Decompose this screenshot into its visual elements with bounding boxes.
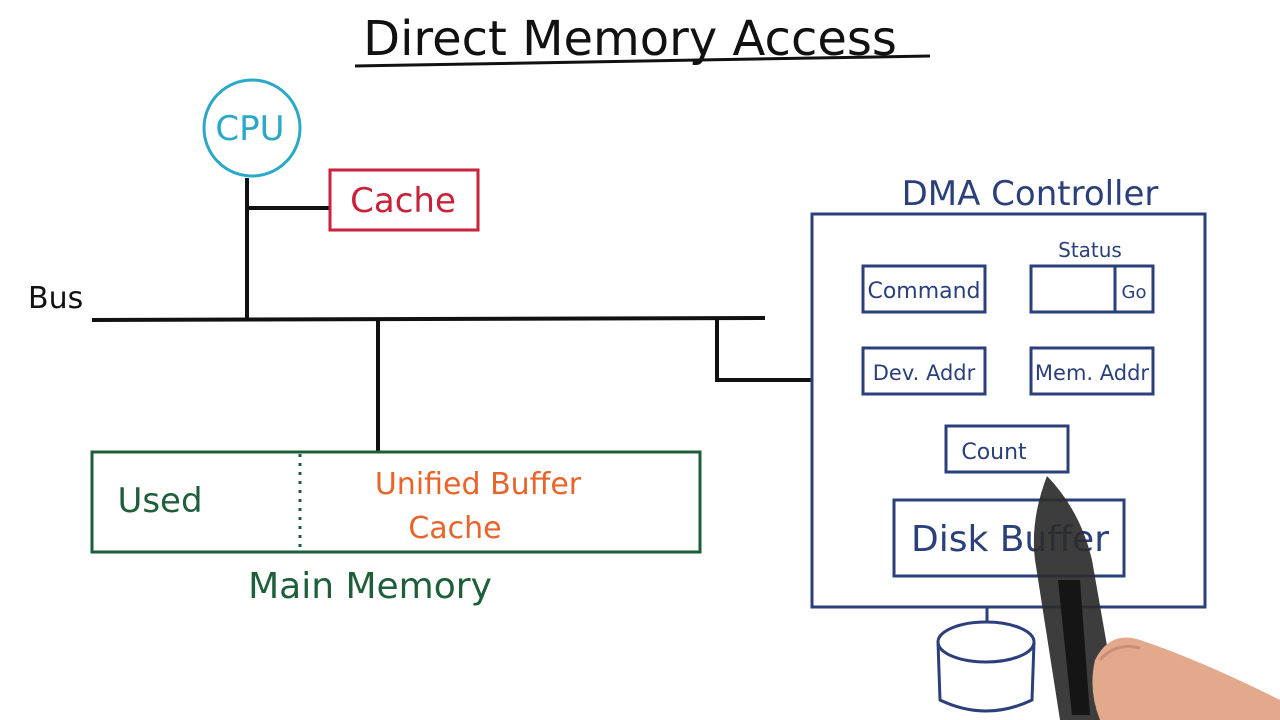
system-bus: [91, 316, 766, 322]
dma-controller-label: DMA Controller: [902, 174, 1159, 214]
memory-address-label: Mem. Addr: [1035, 361, 1150, 385]
main-memory-label: Main Memory: [248, 566, 492, 607]
bus-label: Bus: [28, 281, 83, 316]
count-register: [944, 424, 1070, 474]
command-register: [861, 264, 987, 314]
cache-node: Cache: [328, 168, 480, 232]
title-underline: [354, 54, 931, 68]
disk-buffer-box: [892, 498, 1126, 578]
command-register-label: Command: [867, 279, 980, 304]
cpu-circle: [202, 78, 302, 178]
cpu-node: CPU: [202, 78, 302, 178]
used-region-label: Used: [117, 481, 202, 521]
go-bit-label: Go: [1122, 282, 1147, 303]
main-memory: Used Unified Buffer Cache Main Memory: [90, 450, 702, 607]
cache-label: Cache: [350, 181, 456, 221]
status-register: [1029, 264, 1155, 314]
cache-box: [328, 168, 480, 232]
ubc-label-line1: Unified Buffer: [375, 467, 582, 502]
main-memory-box: [90, 450, 702, 554]
dma-controller: DMA Controller Command Status Go Dev. Ad…: [810, 174, 1207, 609]
memory-address-register: [1029, 346, 1155, 396]
device-address-register: [861, 346, 987, 396]
disk-icon: [936, 607, 1036, 713]
cpu-label: CPU: [215, 109, 284, 149]
ubc-label-line2: Cache: [408, 511, 501, 546]
hand-icon: [1092, 637, 1280, 720]
device-address-label: Dev. Addr: [873, 361, 976, 385]
dma-bus-connector: [715, 318, 812, 382]
count-register-label: Count: [961, 440, 1027, 465]
status-label: Status: [1058, 238, 1122, 262]
dma-controller-box: [810, 212, 1207, 609]
